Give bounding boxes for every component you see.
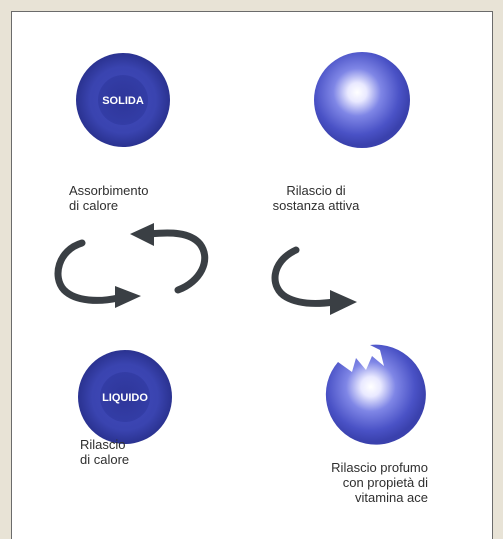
- active-release-caption: Rilascio di sostanza attiva: [272, 183, 360, 213]
- liquid-sphere-label: LIQUIDO: [102, 392, 148, 404]
- broken-sphere: [325, 344, 426, 445]
- heat-absorption-caption: Assorbimento di calore: [69, 183, 149, 213]
- heat-release-caption: Rilascio di calore: [80, 437, 130, 467]
- arrow-up-curve: [146, 229, 209, 294]
- arrow-head-left-icon: [130, 223, 154, 246]
- phase-cycle-arrows: [54, 229, 209, 304]
- release-arrow-head-icon: [330, 290, 357, 315]
- perfume-release-caption: Rilascio profumo con propietà di vitamin…: [331, 460, 428, 505]
- liquid-sphere: LIQUIDO: [78, 350, 172, 444]
- arrow-head-right-icon: [115, 286, 141, 308]
- release-arrow: [271, 246, 357, 315]
- solid-sphere-label: SOLIDA: [102, 95, 144, 107]
- solid-sphere: SOLIDA: [76, 53, 170, 147]
- active-substance-sphere: [314, 52, 410, 148]
- arrow-down-curve: [54, 239, 122, 304]
